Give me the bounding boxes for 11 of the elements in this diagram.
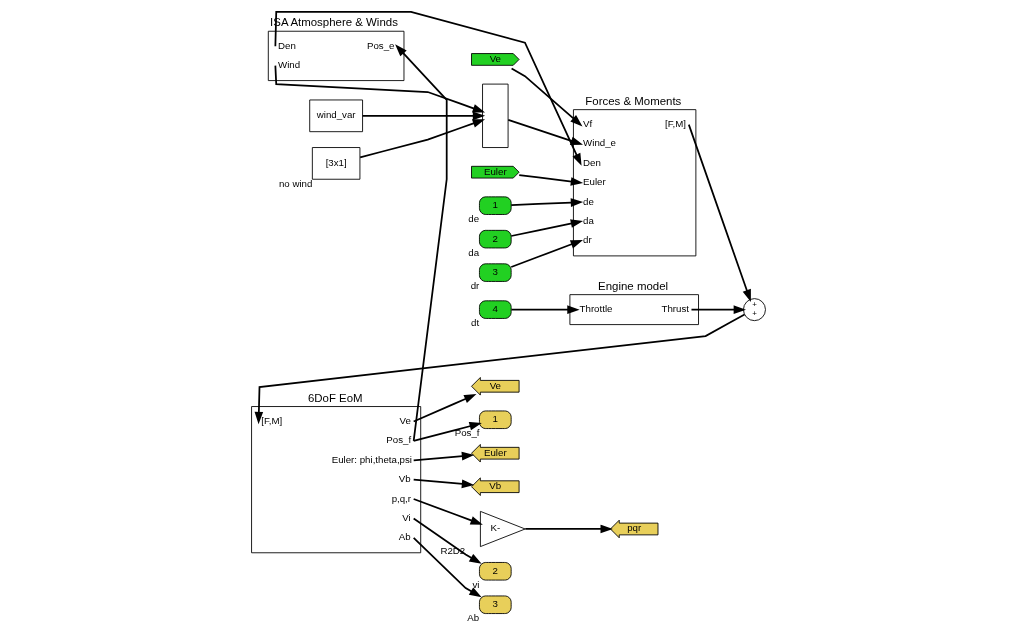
node-label: da: [468, 246, 480, 258]
node-label: no wind: [278, 178, 313, 189]
node-label: Pos_f: [454, 427, 480, 439]
node-label: 6DoF EoM: [307, 391, 363, 404]
node-label: dr: [470, 280, 480, 292]
node-label: vi: [472, 578, 480, 590]
node-label: Forces & Moments: [585, 94, 682, 107]
node-label: Ab: [467, 612, 480, 624]
node-label: dt: [471, 317, 480, 329]
node-label: de: [468, 213, 480, 225]
node-label: Engine model: [598, 279, 669, 292]
